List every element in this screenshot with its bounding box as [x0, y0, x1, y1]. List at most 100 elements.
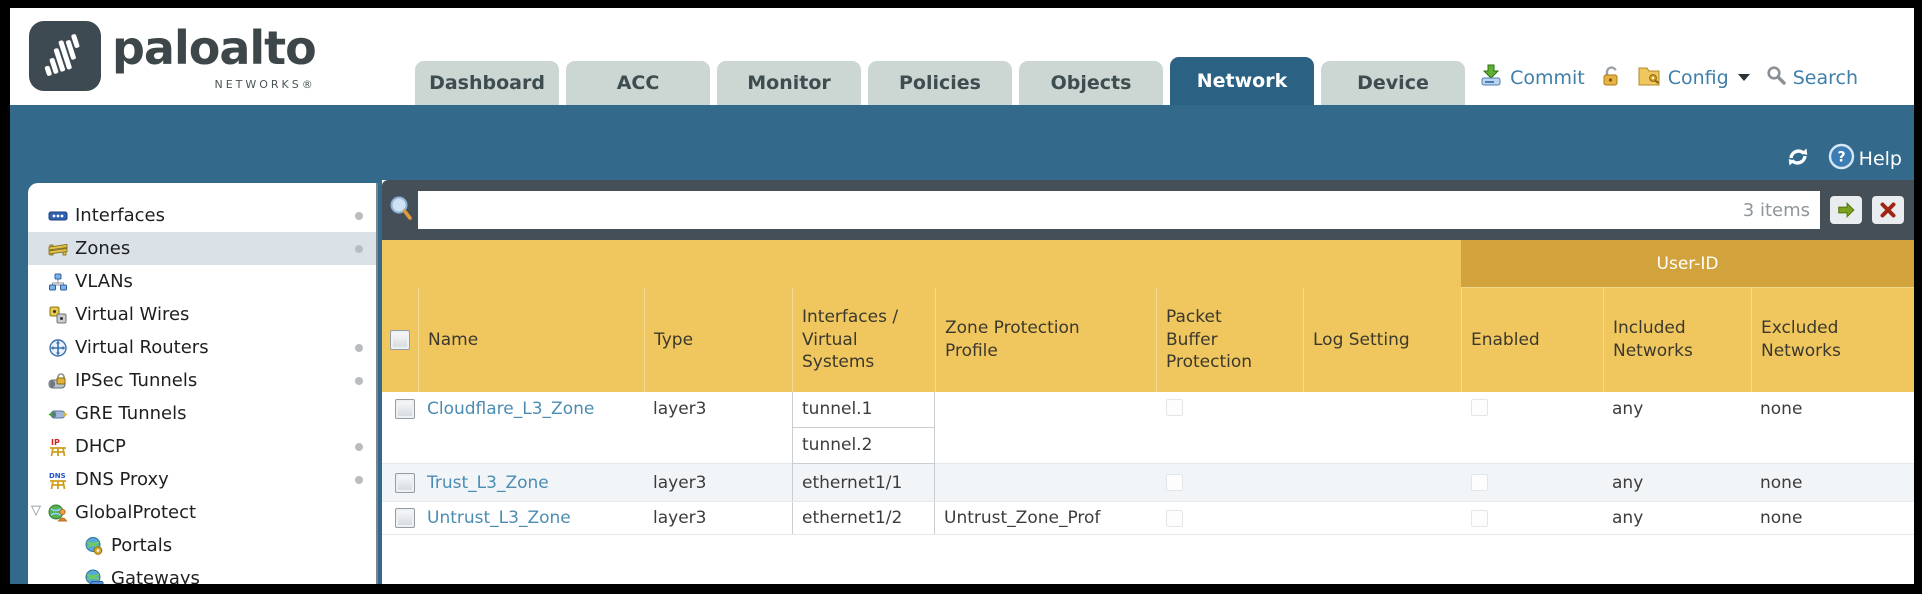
zone-name-link[interactable]: Untrust_L3_Zone — [427, 508, 571, 528]
column-header-enabled[interactable]: Enabled — [1461, 288, 1603, 392]
dns-proxy-icon: DNS — [48, 470, 68, 490]
interface-item[interactable]: tunnel.1 — [793, 392, 934, 428]
zone-protection-profile: Untrust_Zone_Prof — [944, 508, 1101, 528]
tab-monitor[interactable]: Monitor — [717, 61, 861, 105]
tab-acc[interactable]: ACC — [566, 61, 710, 105]
svg-text:?: ? — [1837, 150, 1845, 166]
sidebar: Interfaces Zones VLANs — [28, 183, 378, 584]
svg-text:DNS: DNS — [49, 472, 66, 480]
tab-objects[interactable]: Objects — [1019, 61, 1163, 105]
interface-item[interactable]: ethernet1/2 — [802, 508, 903, 528]
commit-button[interactable]: Commit — [1479, 64, 1585, 91]
row-checkbox[interactable] — [394, 472, 415, 493]
red-x-icon — [1880, 202, 1896, 218]
zone-name-link[interactable]: Cloudflare_L3_Zone — [427, 399, 595, 419]
zone-interfaces: ethernet1/2 — [792, 502, 935, 534]
tab-dashboard[interactable]: Dashboard — [415, 61, 559, 105]
packet-buffer-checkbox[interactable] — [1166, 474, 1183, 491]
status-dot — [355, 443, 363, 451]
sidebar-item-zones[interactable]: Zones — [28, 232, 376, 265]
paloalto-logo: paloalto NETWORKS® — [28, 20, 317, 92]
column-header-interfaces[interactable]: Interfaces / Virtual Systems — [792, 288, 935, 392]
sidebar-item-vlans[interactable]: VLANs — [28, 265, 376, 298]
search-icon — [1766, 65, 1786, 90]
included-networks: any — [1612, 399, 1644, 419]
tab-network[interactable]: Network — [1170, 57, 1314, 105]
config-menu[interactable]: Config — [1637, 65, 1750, 91]
sidebar-item-virtual-wires[interactable]: Virtual Wires — [28, 298, 376, 331]
column-header-excluded-networks[interactable]: Excluded Networks — [1751, 288, 1914, 392]
ipsec-tunnels-icon — [48, 371, 68, 391]
tool-icons: ? Help — [1784, 143, 1902, 175]
sidebar-item-ipsec-tunnels[interactable]: IPSec Tunnels — [28, 364, 376, 397]
row-checkbox[interactable] — [394, 399, 415, 419]
enabled-checkbox[interactable] — [1471, 509, 1488, 527]
vlans-icon — [48, 272, 68, 292]
gateways-icon — [84, 569, 104, 584]
help-button[interactable]: ? Help — [1828, 143, 1902, 175]
sidebar-item-label: Interfaces — [75, 205, 165, 226]
virtual-wires-icon — [48, 305, 68, 325]
packet-buffer-protection-cell — [1156, 464, 1303, 501]
sidebar-item-gateways[interactable]: Gateways — [28, 562, 376, 584]
select-all-checkbox[interactable] — [390, 330, 410, 350]
sidebar-item-globalprotect[interactable]: ▽ GlobalProtect — [28, 496, 376, 529]
sidebar-item-interfaces[interactable]: Interfaces — [28, 199, 376, 232]
enabled-checkbox[interactable] — [1471, 399, 1488, 416]
zone-name-link[interactable]: Trust_L3_Zone — [427, 472, 549, 493]
packet-buffer-checkbox[interactable] — [1166, 509, 1183, 527]
table-row: Trust_L3_Zone layer3 ethernet1/1 any non… — [382, 464, 1914, 502]
commit-icon — [1479, 64, 1503, 91]
interface-item[interactable]: tunnel.2 — [793, 428, 934, 464]
column-header-included-networks[interactable]: Included Networks — [1603, 288, 1751, 392]
filter-input[interactable]: 3 items — [418, 191, 1820, 229]
lock-icon[interactable] — [1601, 65, 1621, 91]
sidebar-item-dns-proxy[interactable]: DNS DNS Proxy — [28, 463, 376, 496]
sidebar-item-portals[interactable]: Portals — [28, 529, 376, 562]
sidebar-item-virtual-routers[interactable]: Virtual Routers — [28, 331, 376, 364]
row-select-cell — [382, 392, 418, 464]
config-icon — [1637, 65, 1661, 91]
row-select-cell — [382, 464, 418, 501]
zones-icon — [48, 239, 68, 259]
row-select-cell — [382, 502, 418, 534]
column-header-packet-buffer-protection[interactable]: Packet Buffer Protection — [1156, 288, 1303, 392]
sidebar-item-dhcp[interactable]: IP DHCP — [28, 430, 376, 463]
row-checkbox[interactable] — [394, 508, 415, 528]
sidebar-item-label: Virtual Routers — [75, 337, 209, 358]
packet-buffer-protection-cell — [1156, 502, 1303, 534]
filter-search-icon[interactable] — [388, 194, 414, 226]
column-header-zone-protection-profile[interactable]: Zone Protection Profile — [935, 288, 1156, 392]
enabled-checkbox[interactable] — [1471, 474, 1488, 491]
search-label: Search — [1792, 66, 1858, 89]
column-header-type[interactable]: Type — [644, 288, 792, 392]
tab-policies[interactable]: Policies — [868, 61, 1012, 105]
zone-protection-profile — [935, 464, 1156, 501]
status-dot — [355, 377, 363, 385]
status-dot — [355, 476, 363, 484]
log-setting — [1303, 502, 1461, 534]
sidebar-item-label: Gateways — [111, 568, 200, 584]
main-area: ? Help Interfaces — [10, 105, 1914, 584]
column-header-log-setting[interactable]: Log Setting — [1303, 288, 1461, 392]
sidebar-item-label: DNS Proxy — [75, 469, 169, 490]
expander-triangle-icon[interactable]: ▽ — [31, 503, 41, 518]
interface-item[interactable]: ethernet1/1 — [802, 472, 903, 493]
refresh-icon[interactable] — [1784, 145, 1812, 173]
clear-filter-button[interactable] — [1872, 196, 1904, 224]
sidebar-item-label: GRE Tunnels — [75, 403, 187, 424]
included-networks: any — [1612, 508, 1644, 528]
column-header-name[interactable]: Name — [418, 288, 644, 392]
apply-filter-button[interactable] — [1830, 196, 1862, 224]
chevron-down-icon — [1737, 74, 1750, 81]
table-row: Untrust_L3_Zone layer3 ethernet1/2 Untru… — [382, 502, 1914, 535]
sidebar-item-label: Virtual Wires — [75, 304, 190, 325]
status-dot — [355, 344, 363, 352]
search-button[interactable]: Search — [1766, 65, 1858, 90]
tab-device[interactable]: Device — [1321, 61, 1465, 105]
top-actions: Commit Config — [1479, 64, 1858, 91]
user-id-enabled-cell — [1461, 502, 1603, 534]
packet-buffer-checkbox[interactable] — [1166, 399, 1183, 416]
sidebar-item-gre-tunnels[interactable]: GRE Tunnels — [28, 397, 376, 430]
status-dot — [355, 212, 363, 220]
